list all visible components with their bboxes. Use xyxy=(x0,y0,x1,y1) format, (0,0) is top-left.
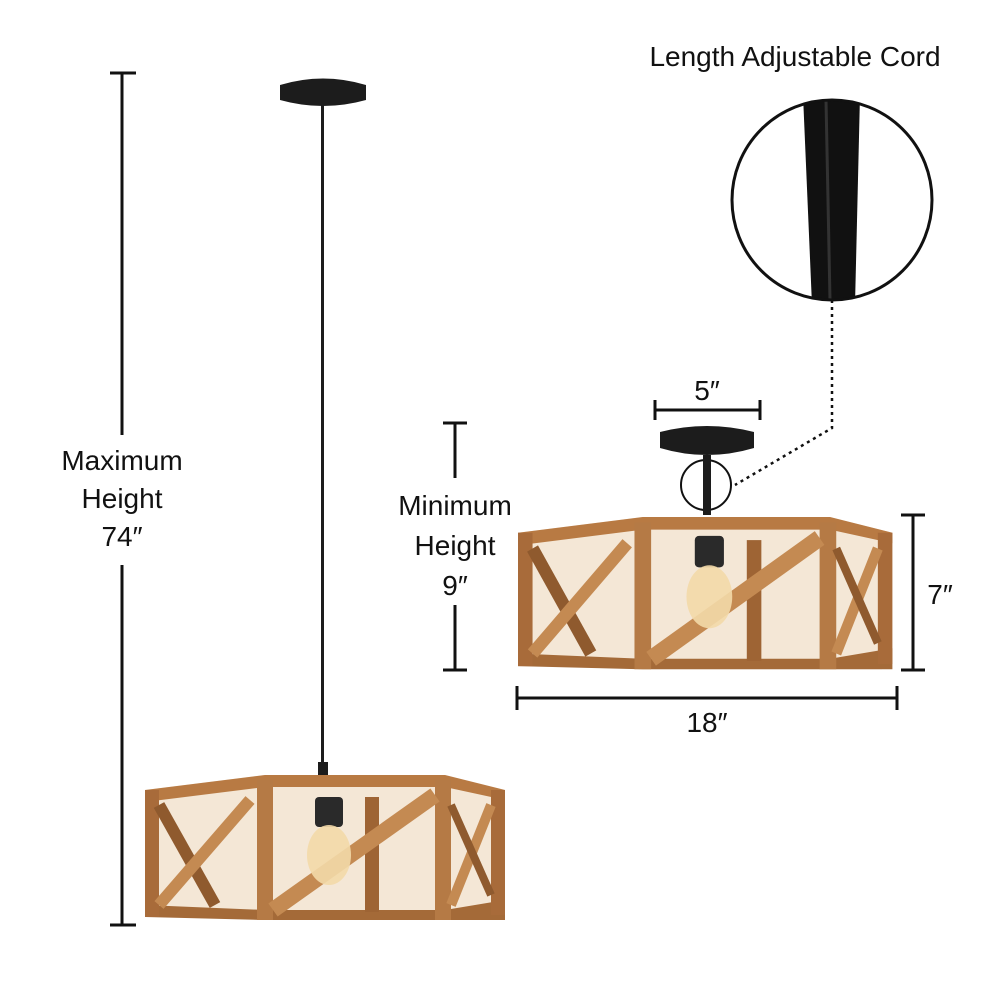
cord-title: Length Adjustable Cord xyxy=(649,41,940,72)
shade-height-dimension: 7″ xyxy=(901,513,953,672)
shade-width-dimension: 18″ xyxy=(515,686,899,738)
pendant-light-retracted xyxy=(518,426,892,669)
canopy-width-dimension: 5″ xyxy=(653,375,762,420)
shade-height-value: 7″ xyxy=(927,579,953,610)
max-height-label-1: Maximum xyxy=(61,445,182,476)
cord xyxy=(321,105,324,765)
canopy xyxy=(280,78,366,106)
min-height-label-1: Minimum xyxy=(398,490,512,521)
shade-width-value: 18″ xyxy=(686,707,727,738)
min-height-value: 9″ xyxy=(442,570,468,601)
canopy-width-value: 5″ xyxy=(694,375,720,406)
min-height-label-2: Height xyxy=(415,530,496,561)
max-height-value: 74″ xyxy=(101,521,142,552)
min-height-dimension: Minimum Height 9″ xyxy=(398,421,512,672)
cord-detail: Length Adjustable Cord xyxy=(649,41,941,511)
max-height-dimension: Maximum Height 74″ xyxy=(61,71,183,927)
pendant-light-extended xyxy=(145,78,505,921)
max-height-label-2: Height xyxy=(82,483,163,514)
